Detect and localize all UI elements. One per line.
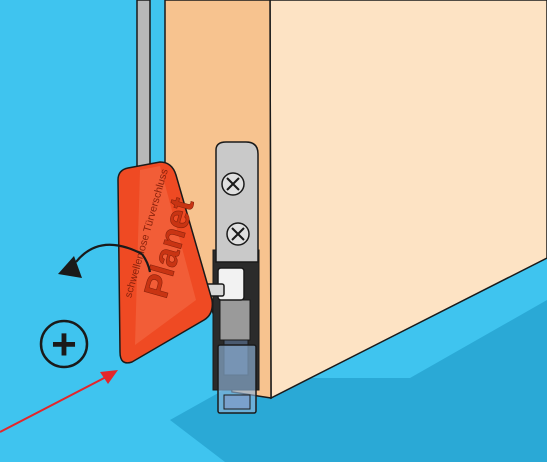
seal-mechanism <box>220 300 250 340</box>
tool-rod <box>137 0 150 172</box>
rotation-symbol: + <box>51 320 77 369</box>
seal-strip <box>224 395 250 409</box>
screw-icon-lower <box>227 223 249 245</box>
screw-icon <box>222 173 244 195</box>
